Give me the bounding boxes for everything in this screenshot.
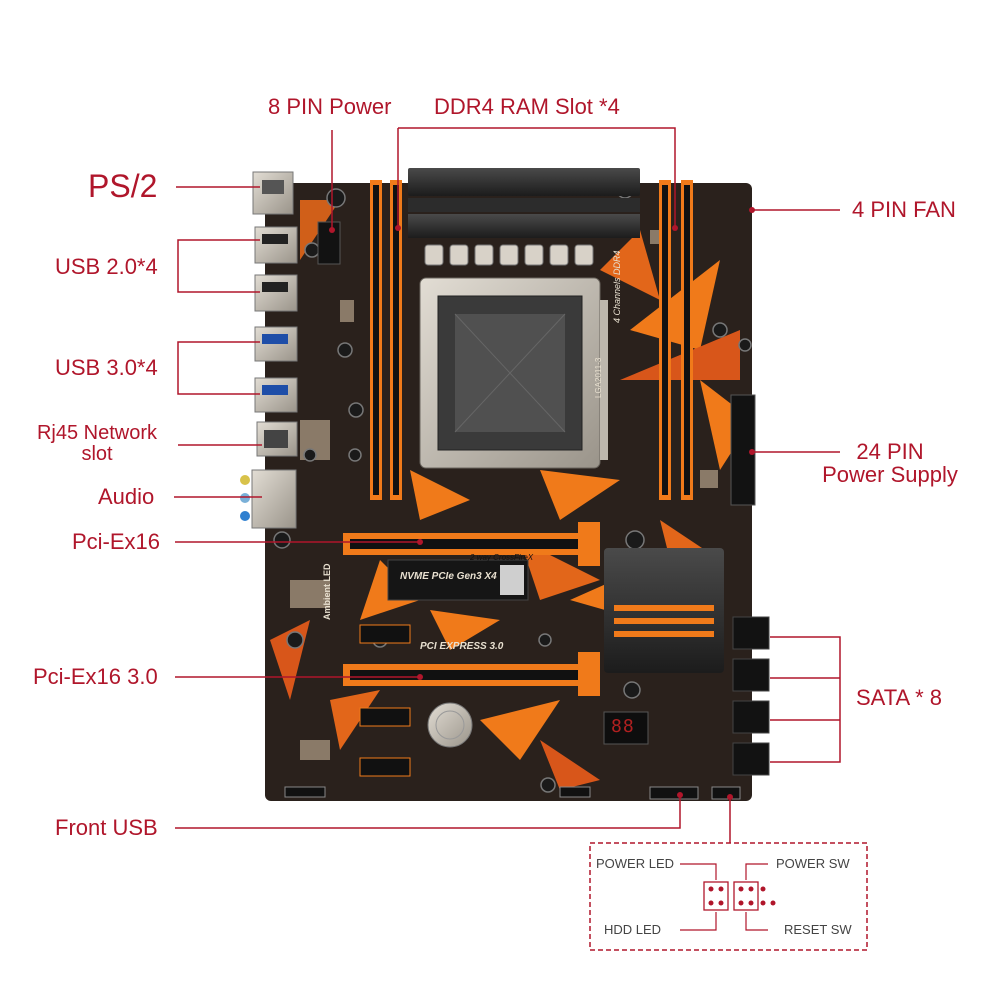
vrm-heatsink [408,168,640,266]
pciex16-label: Pci-Ex16 [72,529,161,554]
pci-express-label: PCI EXPRESS 3.0 [420,641,504,652]
pin24-label-line2: Power Supply [822,462,958,488]
channels-label: 4 Channels DDR4 [612,250,622,323]
eight-pin-power-label: 8 PIN Power [268,94,392,119]
rj45-label: Rj45 Network slot [30,423,164,465]
power-led-label: POWER LED [596,856,675,871]
nvme-label: NVME PCIe Gen3 X4 [400,571,497,582]
rear-io-ports [240,171,298,529]
sata-ports [732,616,770,776]
crossfire-label: 2 way CrossFireX [470,553,534,562]
hdd-led-label: HDD LED [604,922,662,937]
power-sw-label: POWER SW [776,856,850,871]
front-panel-header [711,786,741,800]
pcie-slots [343,522,600,777]
pin24-label-line1: 24 PIN [856,439,924,464]
socket-label: LGA2011-3 [594,357,603,398]
cpu-socket [419,277,608,469]
front-usb-header [649,786,699,800]
front-usb-label: Front USB [55,815,158,840]
ambient-led-label: Ambient LED [322,563,332,620]
pin24-label: 24 PIN Power Supply [810,440,970,486]
debug-display [603,711,649,745]
cmos-battery [427,702,473,748]
sata-label: SATA * 8 [856,685,943,710]
usb20-label: USB 2.0*4 [55,254,158,279]
leader-lines [174,127,841,843]
ddr4-slots [370,180,693,500]
audio-label: Audio [98,484,155,509]
eight-pin-connector [317,221,341,265]
debug-code: 88 [611,716,635,737]
rj45-label-line2: slot [81,443,113,465]
usb30-label: USB 3.0*4 [55,355,158,380]
fan-4pin-label: 4 PIN FAN [852,197,956,222]
rj45-label-line1: Rj45 Network [36,422,158,444]
pciex16-30-label: Pci-Ex16 3.0 [33,664,158,689]
ddr4-slots-label: DDR4 RAM Slot *4 [434,94,620,119]
chipset-heatsink [604,548,724,673]
ps2-label: PS/2 [88,168,158,204]
motherboard-pcb [265,181,752,801]
front-panel-box [589,842,868,951]
reset-sw-label: RESET SW [784,922,852,937]
